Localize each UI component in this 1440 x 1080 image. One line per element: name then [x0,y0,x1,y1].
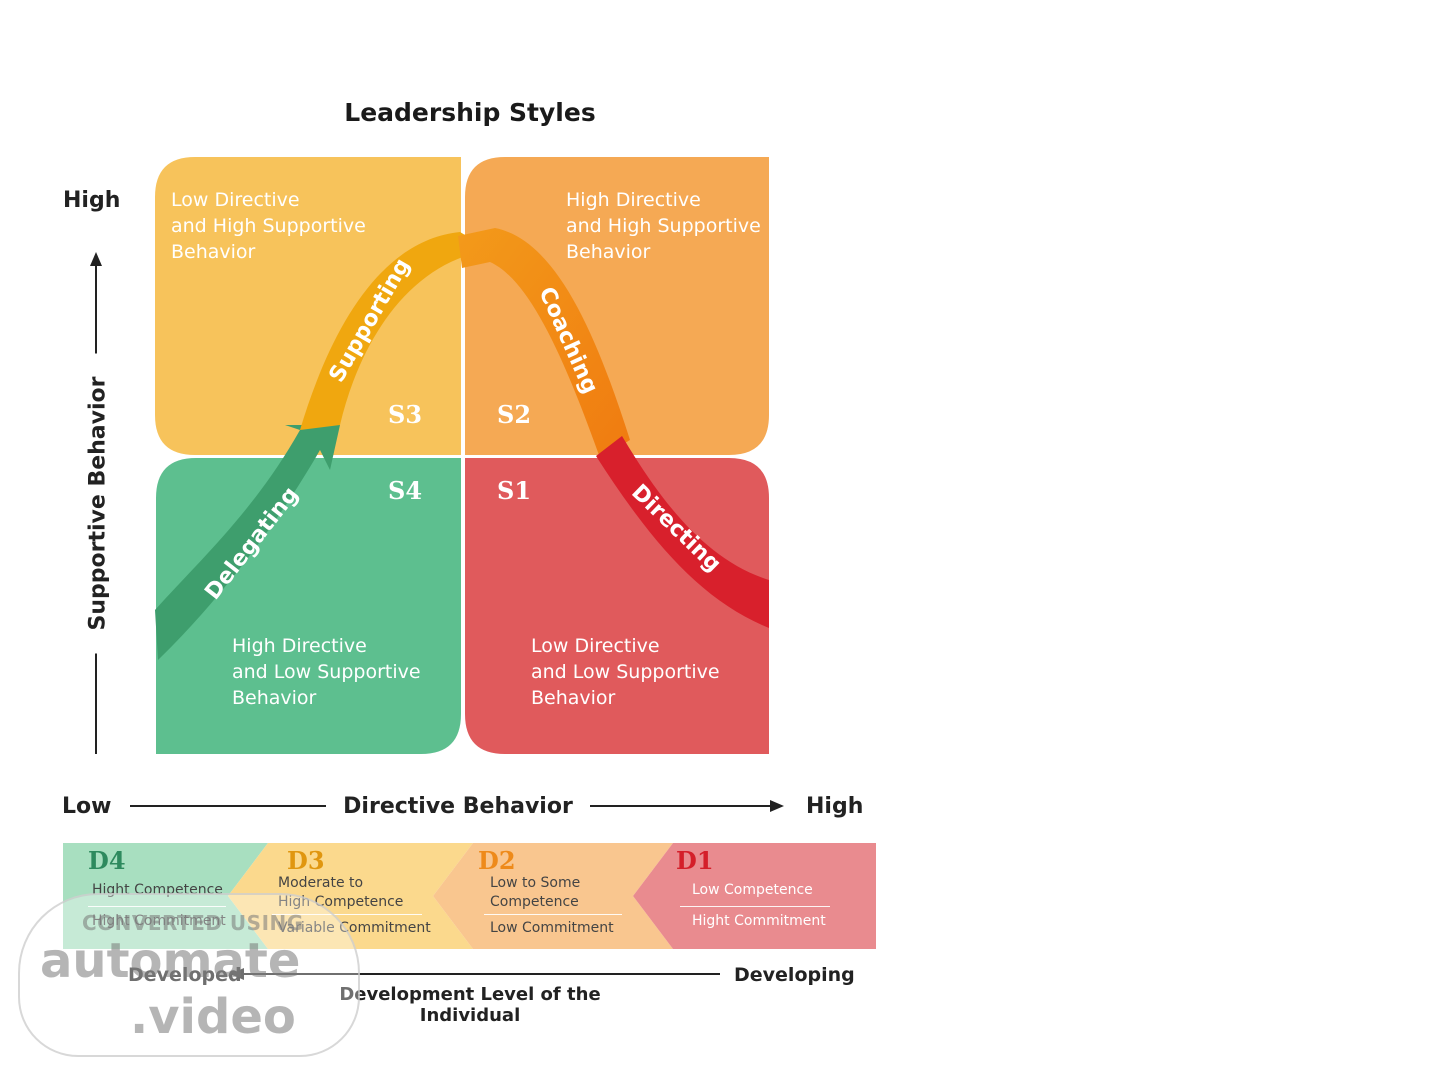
watermark-logo-sub: .video [130,989,296,1045]
development-d1-line: Hight Commitment [692,913,826,929]
supporting-arrow [300,232,490,430]
development-d2-code: D2 [478,846,516,875]
quadrant-s3-line: Behavior [171,241,256,263]
development-d2-divider [484,914,622,915]
watermark-logo-main: automate [40,933,301,989]
directing-arrow [596,436,769,628]
development-d2-line: Low to Some [490,875,581,891]
quadrant-s1-line: and Low Supportive [531,661,720,683]
x-axis-arrow [130,800,784,812]
quadrant-s4-text: High Directive and Low Supportive Behavi… [232,633,421,711]
quadrant-s3-text: Low Directive and High Supportive Behavi… [171,187,366,265]
development-d3-line: Moderate to [278,875,364,891]
stage-tag-s3: S3 [388,400,423,429]
quadrant-s3-line: and High Supportive [171,215,366,237]
quadrant-s3-box [155,157,461,455]
development-d4-code: D4 [88,846,126,875]
development-d3-code: D3 [287,846,325,875]
quadrant-s4-line: Behavior [232,687,317,709]
quadrant-s2-text: High Directive and High Supportive Behav… [566,187,761,265]
development-d3-divider [272,914,422,915]
development-d2-line: Competence [490,894,579,910]
development-d4-divider [88,906,226,907]
quadrant-s3-line: Low Directive [171,189,300,211]
y-axis-high-label: High [63,188,121,213]
delegating-arrow [155,425,340,660]
quadrant-s1-text: Low Directive and Low Supportive Behavio… [531,633,720,711]
development-d1-band [633,843,876,949]
development-axis-title: Development Level of the Individual [339,984,601,1026]
quadrant-s4-line: High Directive [232,635,367,657]
x-axis-high-label: High [806,794,864,819]
diagram-title: Leadership Styles [344,98,596,127]
development-axis-right-label: Developing [734,964,855,986]
watermark-badge: CONVERTED USING automate .video [18,893,360,1057]
development-d2-band [433,843,673,949]
watermark-line: CONVERTED USING [82,911,304,935]
stage-tag-s4: S4 [388,476,423,505]
quadrant-s4-line: and Low Supportive [232,661,421,683]
development-d1-line: Low Competence [692,882,813,898]
development-d1-code: D1 [676,846,714,875]
stage-tag-s2: S2 [497,400,532,429]
quadrant-s1-line: Low Directive [531,635,660,657]
quadrant-s2-line: and High Supportive [566,215,761,237]
development-d1-divider [680,906,830,907]
quadrant-s2-line: Behavior [566,241,651,263]
development-axis-arrow [230,968,720,980]
x-axis-low-label: Low [62,794,112,819]
coaching-arrow [458,228,630,458]
quadrant-s2-box [465,157,769,455]
x-axis-title: Directive Behavior [343,794,573,819]
stage-tag-s1: S1 [497,476,532,505]
quadrant-s1-line: Behavior [531,687,616,709]
development-d2-line: Low Commitment [490,920,614,936]
quadrant-s2-line: High Directive [566,189,701,211]
development-d4-band [63,843,268,949]
development-d4-line: Hight Commitment [92,913,226,929]
development-axis-left-label: Developed [128,964,242,986]
